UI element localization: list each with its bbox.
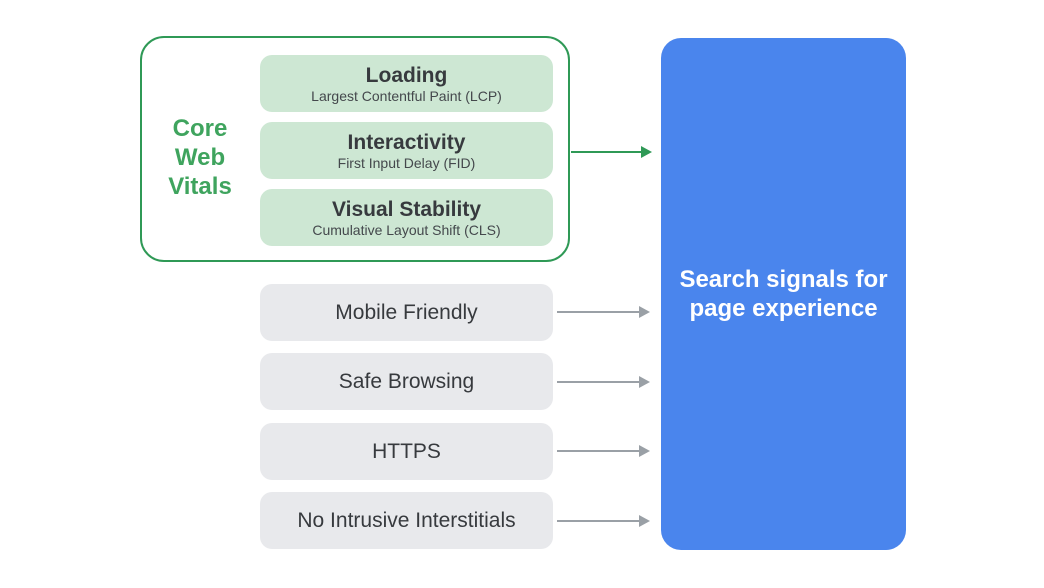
https-arrow	[557, 445, 650, 457]
core-web-vitals-label: Core Web Vitals	[168, 115, 232, 200]
search-signals-label: Search signals for page experience	[679, 266, 888, 322]
no-intrusive-interstitials-arrow	[557, 515, 650, 527]
vital-card-visual-stability: Visual Stability Cumulative Layout Shift…	[260, 189, 553, 246]
core-web-vitals-arrow	[571, 146, 652, 158]
vital-subtitle: First Input Delay (FID)	[337, 154, 476, 171]
vital-title: Loading	[365, 63, 448, 87]
signal-card-mobile-friendly: Mobile Friendly	[260, 284, 553, 341]
signal-card-https: HTTPS	[260, 423, 553, 480]
signal-label: HTTPS	[372, 440, 441, 463]
signal-label: Safe Browsing	[338, 370, 475, 393]
signal-card-no-intrusive-interstitials: No Intrusive Interstitials	[260, 492, 553, 549]
signal-label: No Intrusive Interstitials	[297, 509, 516, 532]
signal-card-safe-browsing: Safe Browsing	[260, 353, 553, 410]
safe-browsing-arrow	[557, 376, 650, 388]
vital-subtitle: Largest Contentful Paint (LCP)	[311, 87, 502, 104]
vital-subtitle: Cumulative Layout Shift (CLS)	[312, 221, 501, 238]
vital-title: Visual Stability	[332, 197, 481, 221]
search-signals-result-box: Search signals for page experience	[661, 38, 906, 550]
vital-card-loading: Loading Largest Contentful Paint (LCP)	[260, 55, 553, 112]
vital-card-interactivity: Interactivity First Input Delay (FID)	[260, 122, 553, 179]
vital-title: Interactivity	[347, 130, 466, 154]
mobile-friendly-arrow	[557, 306, 650, 318]
signal-label: Mobile Friendly	[335, 301, 478, 324]
